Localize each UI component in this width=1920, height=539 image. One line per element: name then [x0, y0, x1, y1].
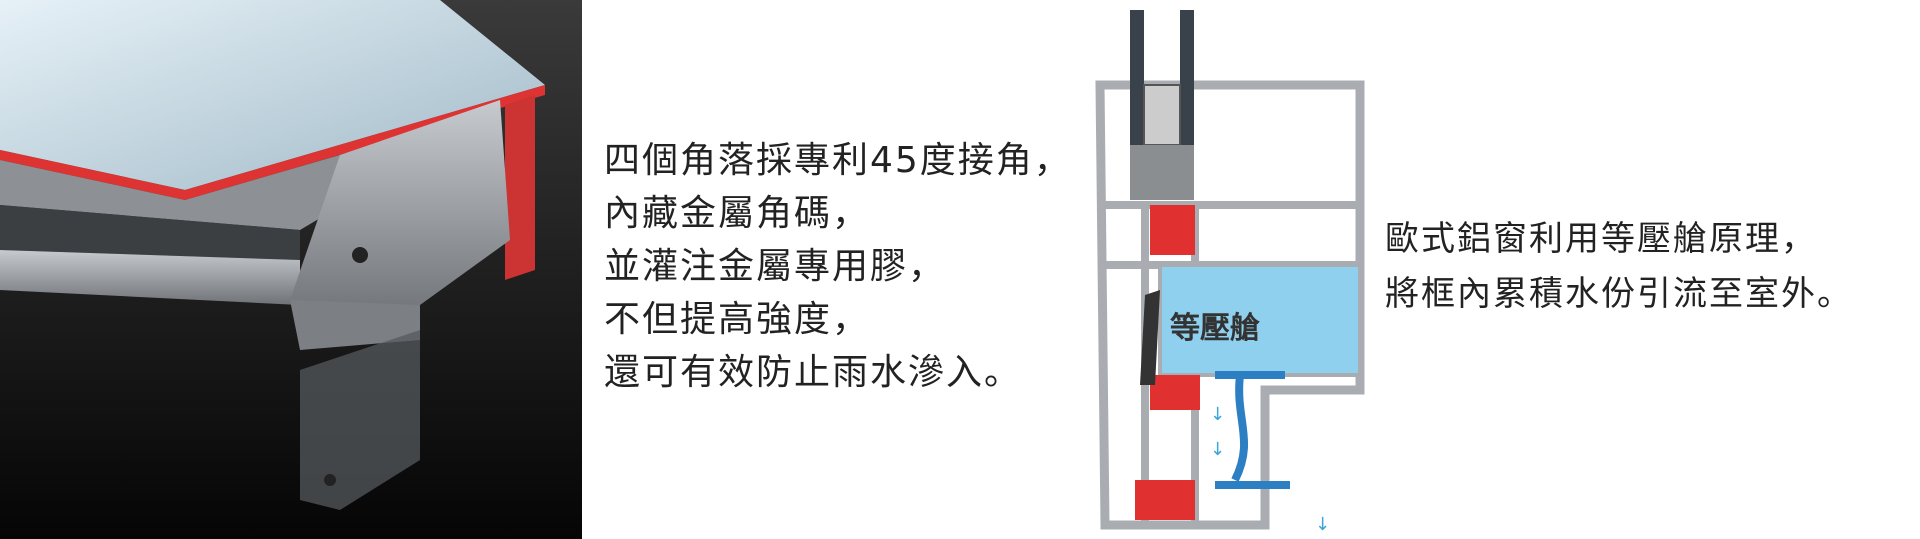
description-line: 並灌注金屬專用膠，	[604, 246, 947, 287]
description-line: 四個角落採專利45度接角，	[604, 140, 1072, 181]
pressure-equalized-chamber-diagram: 等壓艙 ↓ ↓ ↓	[1095, 10, 1365, 535]
chamber-label: 等壓艙	[1170, 311, 1260, 346]
svg-text:↓: ↓	[1210, 404, 1225, 425]
description-line: 將框內累積水份引流至室外。	[1385, 274, 1853, 314]
description-line: 還可有效防止雨水滲入。	[604, 352, 1023, 393]
description-line: 內藏金屬角碼，	[604, 193, 871, 234]
description-line: 歐式鋁窗利用等壓艙原理，	[1385, 219, 1817, 259]
svg-text:↓: ↓	[1315, 514, 1330, 535]
aluminum-corner-joint-photo	[0, 0, 582, 539]
corner-joint-description: 四個角落採專利45度接角， 內藏金屬角碼， 並灌注金屬專用膠， 不但提高強度， …	[604, 134, 1072, 399]
chamber-description: 歐式鋁窗利用等壓艙原理， 將框內累積水份引流至室外。	[1385, 212, 1853, 322]
description-line: 不但提高強度，	[604, 299, 871, 340]
svg-text:↓: ↓	[1210, 439, 1225, 460]
